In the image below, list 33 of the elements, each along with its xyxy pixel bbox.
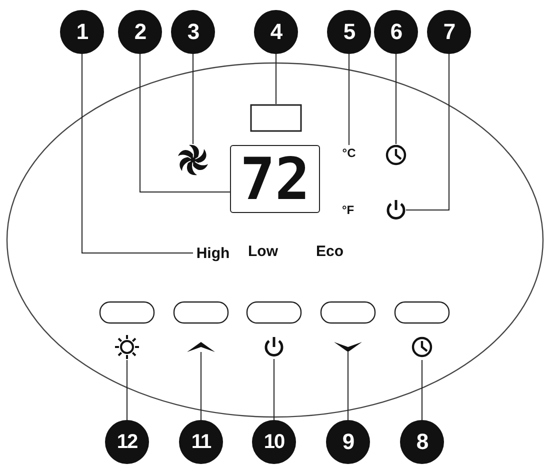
callout-number: 7 — [427, 10, 471, 54]
callout-number: 11 — [179, 420, 223, 464]
leader-line — [126, 360, 128, 420]
callout-number: 4 — [254, 10, 298, 54]
callout-number: 1 — [60, 10, 104, 54]
leader-line — [406, 54, 450, 210]
callout-number: 5 — [327, 10, 371, 54]
down-arrow-icon — [334, 342, 362, 352]
leader-line — [140, 54, 230, 192]
indicator-text: °C — [341, 145, 357, 161]
power-icon — [262, 335, 286, 359]
power-icon — [386, 200, 406, 220]
up-arrow-icon — [187, 342, 215, 352]
leader-line — [82, 54, 194, 254]
indicator-text: °F — [342, 203, 354, 217]
callout-number: 2 — [118, 10, 162, 54]
indicator-text: Low — [248, 243, 278, 260]
callout-number: 3 — [171, 10, 215, 54]
empty-indicator-box — [250, 104, 302, 132]
callout-number: 10 — [252, 420, 296, 464]
callout-number: 6 — [374, 10, 418, 54]
clock-icon — [409, 334, 435, 360]
leader-line — [192, 54, 194, 144]
indicator-text: Eco — [316, 243, 344, 260]
digital-display: 72 — [230, 145, 320, 213]
sun-icon — [114, 334, 140, 360]
indicator-text: High — [193, 243, 233, 263]
callout-number: 12 — [105, 420, 149, 464]
clock-icon — [385, 144, 407, 166]
callout-number: 8 — [400, 420, 444, 464]
callout-number: 9 — [326, 420, 370, 464]
leader-line — [348, 54, 350, 146]
fan-icon — [177, 144, 209, 176]
